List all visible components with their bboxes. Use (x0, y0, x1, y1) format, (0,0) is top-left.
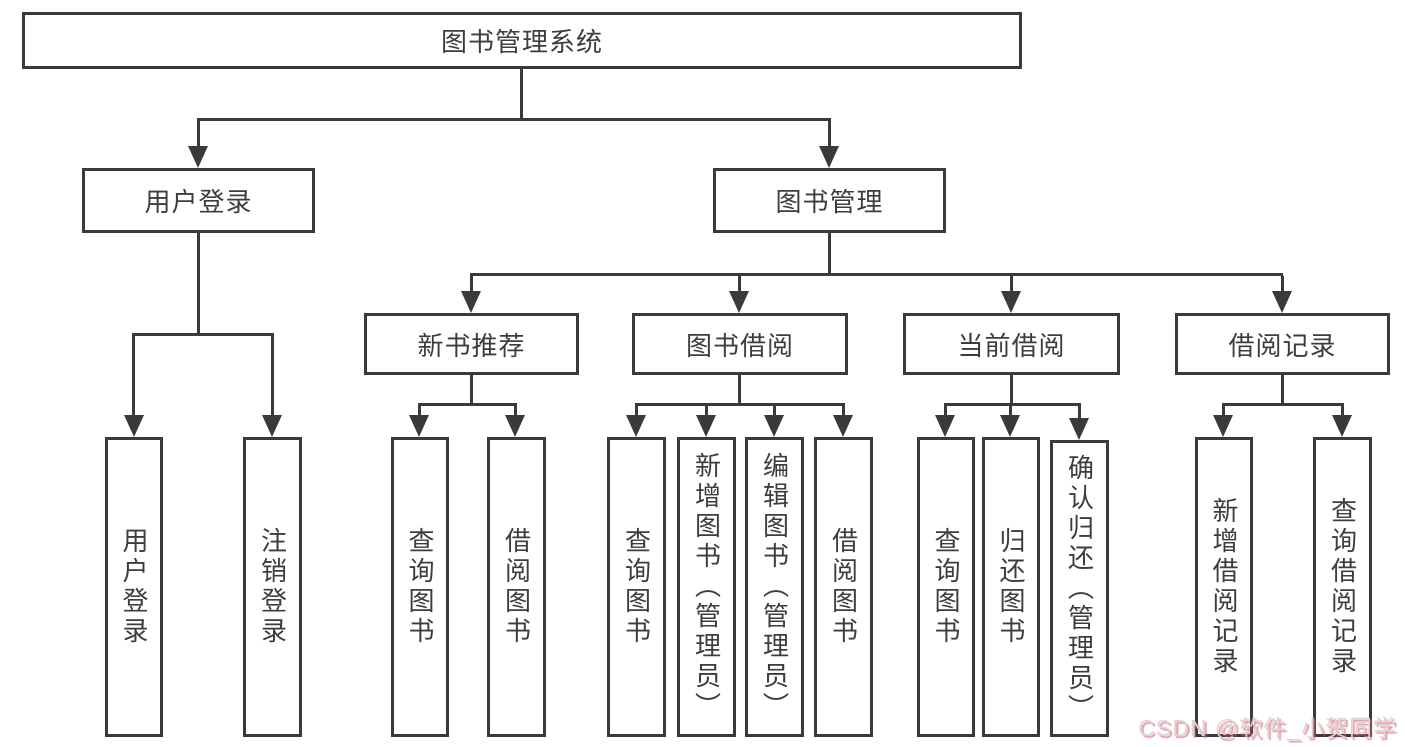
leaf-logout: 注销登录 (243, 437, 302, 737)
leaf-label: 用户登录 (119, 527, 149, 647)
arrow-down-icon (1272, 291, 1292, 313)
node-label: 图书管理 (775, 187, 884, 217)
node-borrowing-records: 借阅记录 (1175, 313, 1390, 375)
arrow-down-icon (819, 146, 839, 168)
leaf-label: 新增借阅记录 (1209, 497, 1239, 677)
arrow-down-icon (409, 415, 429, 437)
leaf-borrow-books-recommend: 借阅图书 (487, 437, 546, 737)
node-label: 当前借阅 (957, 330, 1066, 361)
leaf-label: 编辑图书（管理员） (759, 452, 790, 722)
connector-line (1222, 406, 1225, 416)
connector-line (271, 336, 274, 416)
arrow-down-icon (833, 415, 853, 437)
leaf-label: 新增图书（管理员） (691, 452, 722, 722)
connector-line (132, 336, 135, 416)
leaf-label: 确认归还（管理员） (1064, 453, 1095, 724)
node-label: 用户登录 (144, 187, 253, 217)
arrow-down-icon (1001, 291, 1021, 313)
leaf-label: 查询图书 (931, 527, 961, 647)
connector-line (132, 333, 274, 336)
leaf-label: 查询图书 (405, 527, 435, 647)
arrow-down-icon (188, 146, 208, 168)
arrow-down-icon (935, 415, 955, 437)
arrow-down-icon (626, 415, 646, 437)
connector-line (842, 406, 845, 416)
node-label: 图书借阅 (685, 330, 794, 361)
arrow-down-icon (1332, 415, 1352, 437)
leaf-query-books-recommend: 查询图书 (391, 437, 449, 737)
node-current-borrowing: 当前借阅 (903, 313, 1120, 375)
leaf-borrow-books: 借阅图书 (814, 437, 873, 737)
connector-line (418, 403, 517, 406)
node-label: 图书管理系统 (440, 27, 603, 57)
connector-line (1010, 375, 1013, 405)
leaf-query-books-borrowing: 查询图书 (607, 437, 666, 737)
connector-line (705, 406, 708, 416)
connector-line (773, 406, 776, 416)
connector-line (514, 406, 517, 416)
leaf-return-book: 归还图书 (982, 437, 1040, 737)
connector-line (470, 375, 473, 405)
connector-line (1078, 406, 1081, 418)
node-library-management-system: 图书管理系统 (22, 12, 1022, 69)
leaf-label: 借阅图书 (828, 527, 859, 647)
connector-line (738, 375, 741, 405)
connector-line (1341, 406, 1344, 416)
connector-line (944, 406, 947, 416)
arrow-down-icon (1000, 415, 1020, 437)
leaf-add-book-admin: 新增图书（管理员） (677, 437, 736, 737)
connector-line (828, 233, 831, 274)
arrow-down-icon (764, 415, 784, 437)
connector-line (738, 276, 741, 292)
leaf-query-books-current: 查询图书 (917, 437, 975, 737)
arrow-down-icon (1213, 415, 1233, 437)
connector-line (828, 121, 831, 147)
leaf-label: 归还图书 (996, 527, 1026, 647)
arrow-down-icon (124, 415, 144, 437)
leaf-add-borrow-record: 新增借阅记录 (1195, 437, 1253, 737)
connector-line (1009, 406, 1012, 416)
node-label: 新书推荐 (417, 330, 526, 361)
connector-line (944, 403, 1081, 406)
leaf-label: 注销登录 (257, 527, 288, 647)
arrow-down-icon (729, 291, 749, 313)
node-book-management: 图书管理 (713, 168, 946, 233)
leaf-query-borrow-record: 查询借阅记录 (1313, 437, 1372, 737)
connector-line (1281, 276, 1284, 292)
leaf-edit-book-admin: 编辑图书（管理员） (745, 437, 804, 737)
node-new-book-recommend: 新书推荐 (364, 313, 579, 375)
arrow-down-icon (505, 415, 525, 437)
node-book-borrowing: 图书借阅 (632, 313, 848, 375)
connector-line (1010, 276, 1013, 292)
leaf-label: 查询借阅记录 (1327, 497, 1358, 677)
connector-line (197, 121, 200, 147)
leaf-label: 查询图书 (621, 527, 652, 647)
connector-line (197, 118, 831, 121)
leaf-confirm-return-admin: 确认归还（管理员） (1050, 440, 1109, 737)
arrow-down-icon (262, 415, 282, 437)
connector-line (1281, 375, 1284, 405)
leaf-user-login: 用户登录 (105, 437, 163, 737)
connector-line (635, 403, 845, 406)
connector-line (197, 233, 200, 335)
connector-line (470, 276, 473, 292)
leaf-label: 借阅图书 (501, 527, 532, 647)
connector-line (1222, 403, 1344, 406)
connector-line (520, 69, 523, 119)
connector-line (470, 273, 1283, 276)
arrow-down-icon (461, 291, 481, 313)
connector-line (418, 406, 421, 416)
connector-line (635, 406, 638, 416)
arrow-down-icon (696, 415, 716, 437)
node-user-login: 用户登录 (82, 168, 315, 233)
node-label: 借阅记录 (1228, 330, 1337, 361)
arrow-down-icon (1069, 418, 1089, 440)
